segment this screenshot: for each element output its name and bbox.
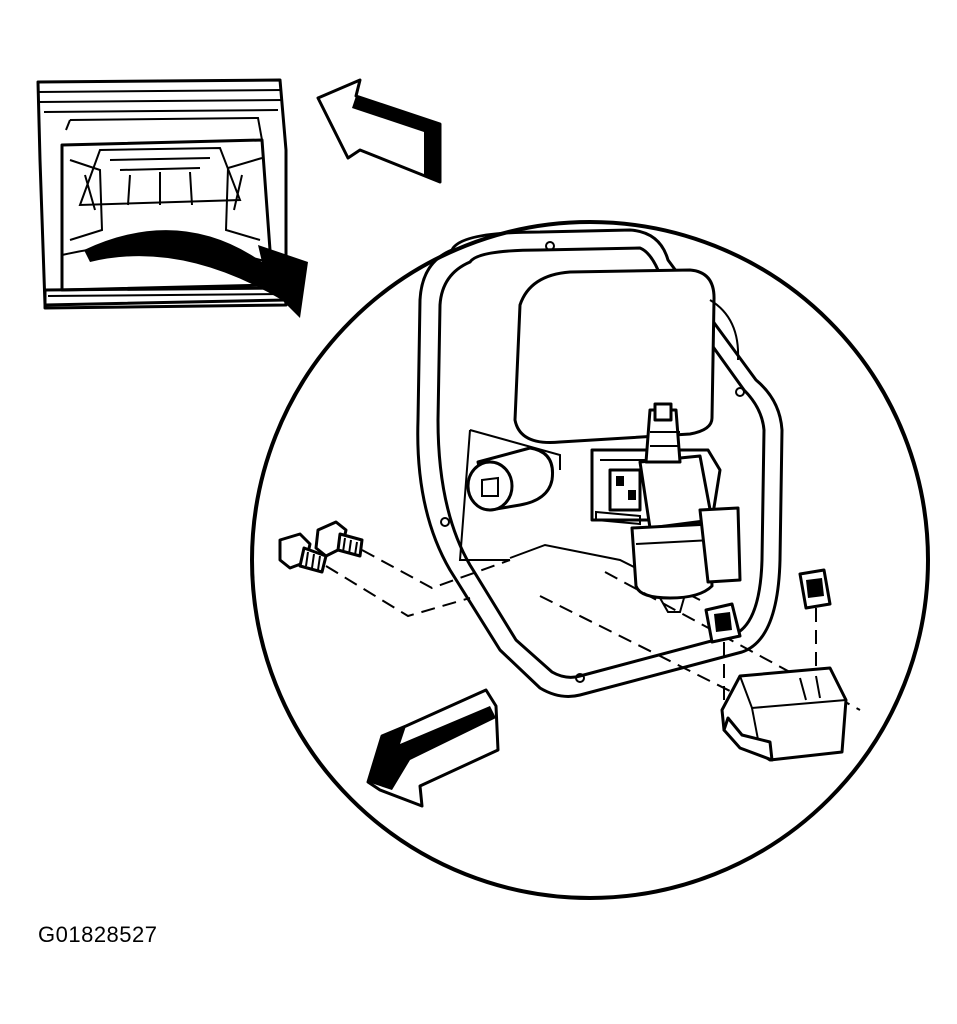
- direction-arrow-up-left-icon: [316, 78, 442, 184]
- figure-code: G01828527: [38, 922, 158, 947]
- clip-nut-right: [798, 568, 832, 670]
- mounting-bolt-lower: [278, 532, 471, 618]
- control-module: [720, 666, 848, 762]
- washer-pump: [590, 402, 742, 613]
- fluid-reservoir: [513, 268, 740, 445]
- curved-arrow-icon: [84, 230, 308, 318]
- mounting-bolt-upper: [314, 520, 511, 590]
- clip-nut-left: [704, 602, 742, 700]
- grommet: [466, 446, 555, 512]
- alignment-line-upper: [604, 571, 861, 711]
- direction-arrow-down-left-icon: [366, 688, 500, 808]
